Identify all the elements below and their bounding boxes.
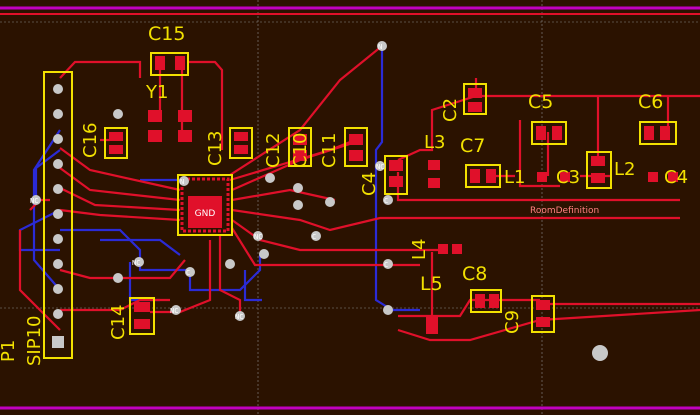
label-c13: C13 bbox=[205, 131, 226, 166]
svg-text:NC: NC bbox=[376, 163, 384, 171]
label-l5: L5 bbox=[420, 273, 443, 295]
svg-text:C: C bbox=[384, 261, 388, 269]
svg-text:NC: NC bbox=[170, 307, 178, 315]
label-c2: C2 bbox=[440, 98, 461, 122]
svg-text:C: C bbox=[186, 269, 190, 277]
label-c16: C16 bbox=[80, 123, 101, 158]
svg-text:NC: NC bbox=[235, 313, 243, 321]
label-c14: C14 bbox=[108, 305, 129, 340]
vias[interactable] bbox=[31, 41, 608, 361]
label-c9: C9 bbox=[502, 310, 523, 334]
label-c15: C15 bbox=[148, 23, 185, 45]
svg-text:NC: NC bbox=[254, 233, 262, 241]
label-c4b: C4 bbox=[664, 167, 688, 188]
via-net-labels: N N C C C C NC NC NC NC NC NC bbox=[30, 43, 388, 321]
label-c6: C6 bbox=[638, 91, 663, 113]
svg-text:C: C bbox=[384, 197, 388, 205]
label-y1: Y1 bbox=[145, 82, 168, 103]
smd-pads[interactable] bbox=[109, 56, 678, 334]
label-c4: C4 bbox=[359, 172, 380, 196]
label-l3: L3 bbox=[424, 132, 445, 153]
label-c5: C5 bbox=[528, 91, 553, 113]
label-c7: C7 bbox=[460, 135, 485, 157]
label-c10: C10 bbox=[290, 133, 311, 168]
qfn-ic[interactable] bbox=[180, 177, 230, 233]
label-c12: C12 bbox=[263, 133, 284, 168]
gnd-label: GND bbox=[195, 209, 216, 219]
header-p1[interactable] bbox=[52, 84, 64, 348]
label-c11: C11 bbox=[319, 133, 340, 168]
label-sip10: SIP10 bbox=[24, 316, 45, 367]
label-p1: P1 bbox=[0, 340, 19, 362]
svg-text:N: N bbox=[378, 43, 382, 51]
designators: C15 Y1 C16 C13 C12 C11 C10 C4 C2 L3 C5 C… bbox=[0, 23, 688, 366]
label-l1: L1 bbox=[504, 167, 525, 188]
label-l4: L4 bbox=[409, 239, 430, 260]
room-definition-label[interactable]: RoomDefinition bbox=[530, 206, 599, 216]
svg-text:NC: NC bbox=[30, 197, 38, 205]
label-c8: C8 bbox=[462, 263, 487, 285]
board-edge bbox=[0, 6, 700, 410]
svg-text:C: C bbox=[312, 233, 316, 241]
svg-text:N: N bbox=[180, 178, 184, 186]
label-l2: L2 bbox=[614, 159, 635, 180]
label-c3: C3 bbox=[556, 167, 580, 188]
svg-text:NC: NC bbox=[132, 259, 140, 267]
silkscreen-outlines bbox=[43, 52, 677, 359]
